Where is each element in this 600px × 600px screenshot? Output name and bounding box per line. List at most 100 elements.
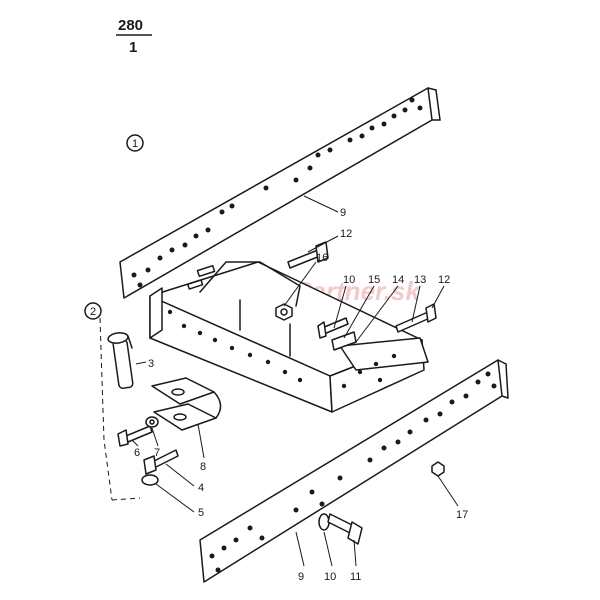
pin-4: [143, 449, 179, 475]
callout-10-mid: 10: [343, 274, 355, 286]
callout-4: 4: [198, 482, 204, 494]
nut-body: [431, 461, 445, 477]
frame-top-slot-2: [186, 279, 204, 290]
leader-10-bottom: [323, 531, 333, 567]
bolt-12-top: [287, 241, 329, 269]
leader-13: [411, 285, 421, 323]
bolt-head: [117, 429, 129, 447]
leader-3: [135, 361, 147, 365]
pin-grip: [127, 335, 133, 349]
bolt-head: [315, 241, 329, 263]
callout-16: 16: [316, 252, 328, 264]
callout-11: 11: [350, 571, 361, 583]
group-marker-1: 1: [126, 134, 144, 152]
callout-7: 7: [154, 447, 160, 459]
group-marker-1-circle: [126, 134, 144, 152]
hole: [219, 209, 225, 215]
hole: [315, 152, 321, 158]
bracket-hole-bottom: [173, 413, 187, 421]
group-marker-2-label: 2: [90, 306, 96, 318]
hole: [193, 233, 199, 239]
chain-guide-dashed: [99, 317, 113, 501]
hole: [395, 439, 401, 445]
hole: [417, 105, 423, 111]
hole: [437, 411, 443, 417]
hole: [233, 537, 239, 543]
frame-end-cap: [149, 287, 163, 339]
bolt-6: [117, 425, 153, 447]
callout-8: 8: [200, 461, 206, 473]
frame-top-slot: [196, 264, 216, 278]
leader-10-mid: [333, 285, 347, 329]
top-rail-edge-2: [435, 89, 441, 121]
bolt-head: [425, 303, 437, 323]
callout-12-top: 12: [340, 228, 352, 240]
leader-lines: [131, 195, 459, 567]
hole: [181, 323, 187, 329]
chain-guide-dashed-2: [111, 497, 141, 501]
leader-9-top: [303, 195, 339, 213]
frame-rear-web: [199, 261, 301, 307]
bolt-shank: [125, 425, 153, 443]
bottom-side-rail: [199, 359, 509, 583]
hole: [407, 429, 413, 435]
hole: [337, 475, 343, 481]
nut-17: [431, 461, 445, 477]
callout-3: 3: [148, 358, 154, 370]
leader-16: [283, 261, 317, 307]
leader-4: [165, 463, 195, 487]
washer-bore: [149, 419, 155, 425]
nut-bore: [280, 308, 288, 316]
leader-14: [355, 285, 399, 343]
hole: [259, 535, 265, 541]
top-rail-holes: [131, 97, 423, 288]
callout-9-bottom: 9: [298, 571, 304, 583]
leader-12-right: [431, 285, 445, 309]
hole: [209, 553, 215, 559]
hole: [357, 369, 363, 375]
hole: [307, 165, 313, 171]
hole: [137, 282, 143, 288]
diagram-header: 280 1: [116, 17, 152, 56]
bracket-hole-top: [171, 388, 185, 396]
hole: [215, 567, 221, 573]
header-sub-number: 1: [129, 39, 137, 56]
hole: [367, 457, 373, 463]
hole: [373, 361, 379, 367]
pin-head: [143, 455, 157, 475]
leader-5: [155, 483, 195, 513]
hole: [247, 352, 253, 358]
bottom-rail-edge: [497, 359, 507, 365]
hole: [212, 337, 218, 343]
callout-12-right: 12: [438, 274, 450, 286]
leader-8: [197, 423, 205, 459]
washer-7: [145, 416, 159, 428]
hole: [391, 113, 397, 119]
hole: [229, 203, 235, 209]
hole: [293, 507, 299, 513]
hole: [205, 227, 211, 233]
callout-9-top: 9: [340, 207, 346, 219]
top-rail-face: [119, 87, 433, 299]
hole: [167, 309, 173, 315]
hole: [402, 107, 408, 113]
callout-labels: 9 12 16 10 15 14 13 12 3 8 6 7 4 5 17 9 …: [134, 207, 468, 583]
hole: [169, 247, 175, 253]
hole: [423, 417, 429, 423]
pin-3: [107, 332, 134, 389]
hole: [319, 501, 325, 507]
leader-9-bottom: [295, 531, 305, 567]
leader-6: [131, 439, 139, 447]
hole: [341, 383, 347, 389]
bolt-11: [327, 513, 363, 545]
hole: [282, 369, 288, 375]
frame-inner-bracket: [339, 337, 429, 371]
hole: [221, 545, 227, 551]
pin-body: [112, 339, 134, 389]
nut-16: [275, 303, 293, 321]
hole: [391, 353, 397, 359]
hole: [409, 97, 415, 103]
hole: [369, 125, 375, 131]
hole: [327, 147, 333, 153]
